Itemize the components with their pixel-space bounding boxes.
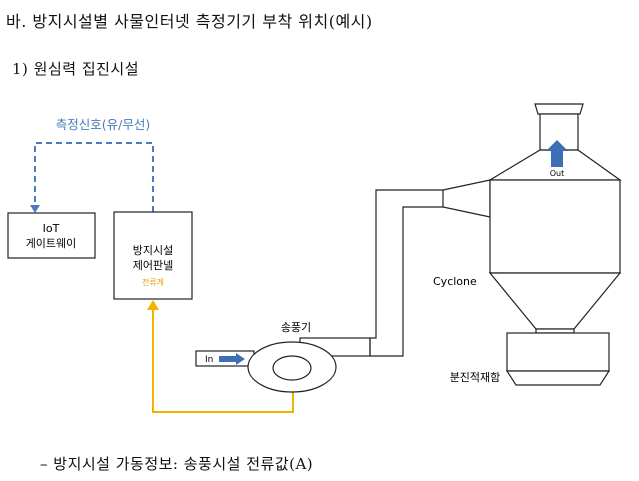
current-arrowhead — [147, 300, 159, 310]
control-panel-line2: 제어판넬 — [133, 259, 173, 272]
section-heading: 바. 방지시설별 사물인터넷 측정기기 부착 위치(예시) — [6, 12, 373, 31]
cyclone-label: Cyclone — [433, 275, 477, 288]
outlet-label: Out — [550, 169, 565, 178]
operation-info-note: – 방지시설 가동정보: 송풍시설 전류값(A) — [40, 455, 314, 473]
iot-gateway-line1: IoT — [43, 222, 60, 235]
signal-line — [34, 142, 154, 212]
blower-label: 송풍기 — [281, 321, 311, 334]
inlet-label: In — [205, 355, 213, 365]
blower — [247, 337, 371, 393]
signal-arrowhead — [30, 205, 40, 213]
signal-label: 측정신호(유/무선) — [56, 117, 150, 132]
iot-gateway-line2: 게이트웨이 — [26, 237, 77, 250]
iot-gateway-box: IoT 게이트웨이 — [7, 212, 96, 259]
inlet-arrow — [219, 353, 245, 365]
dust-box-label: 분진적재함 — [450, 371, 501, 384]
current-line — [152, 308, 294, 413]
outlet-arrow — [546, 140, 568, 167]
connecting-duct — [369, 179, 491, 357]
control-panel-box: 방지시설 제어판넬 전류계 — [113, 211, 193, 300]
subsection-heading: 1) 원심력 집진시설 — [12, 60, 140, 78]
cyclone-body — [487, 103, 622, 334]
dust-box — [505, 332, 611, 386]
control-panel-line1: 방지시설 — [133, 244, 173, 257]
ammeter-label: 전류계 — [142, 277, 164, 287]
